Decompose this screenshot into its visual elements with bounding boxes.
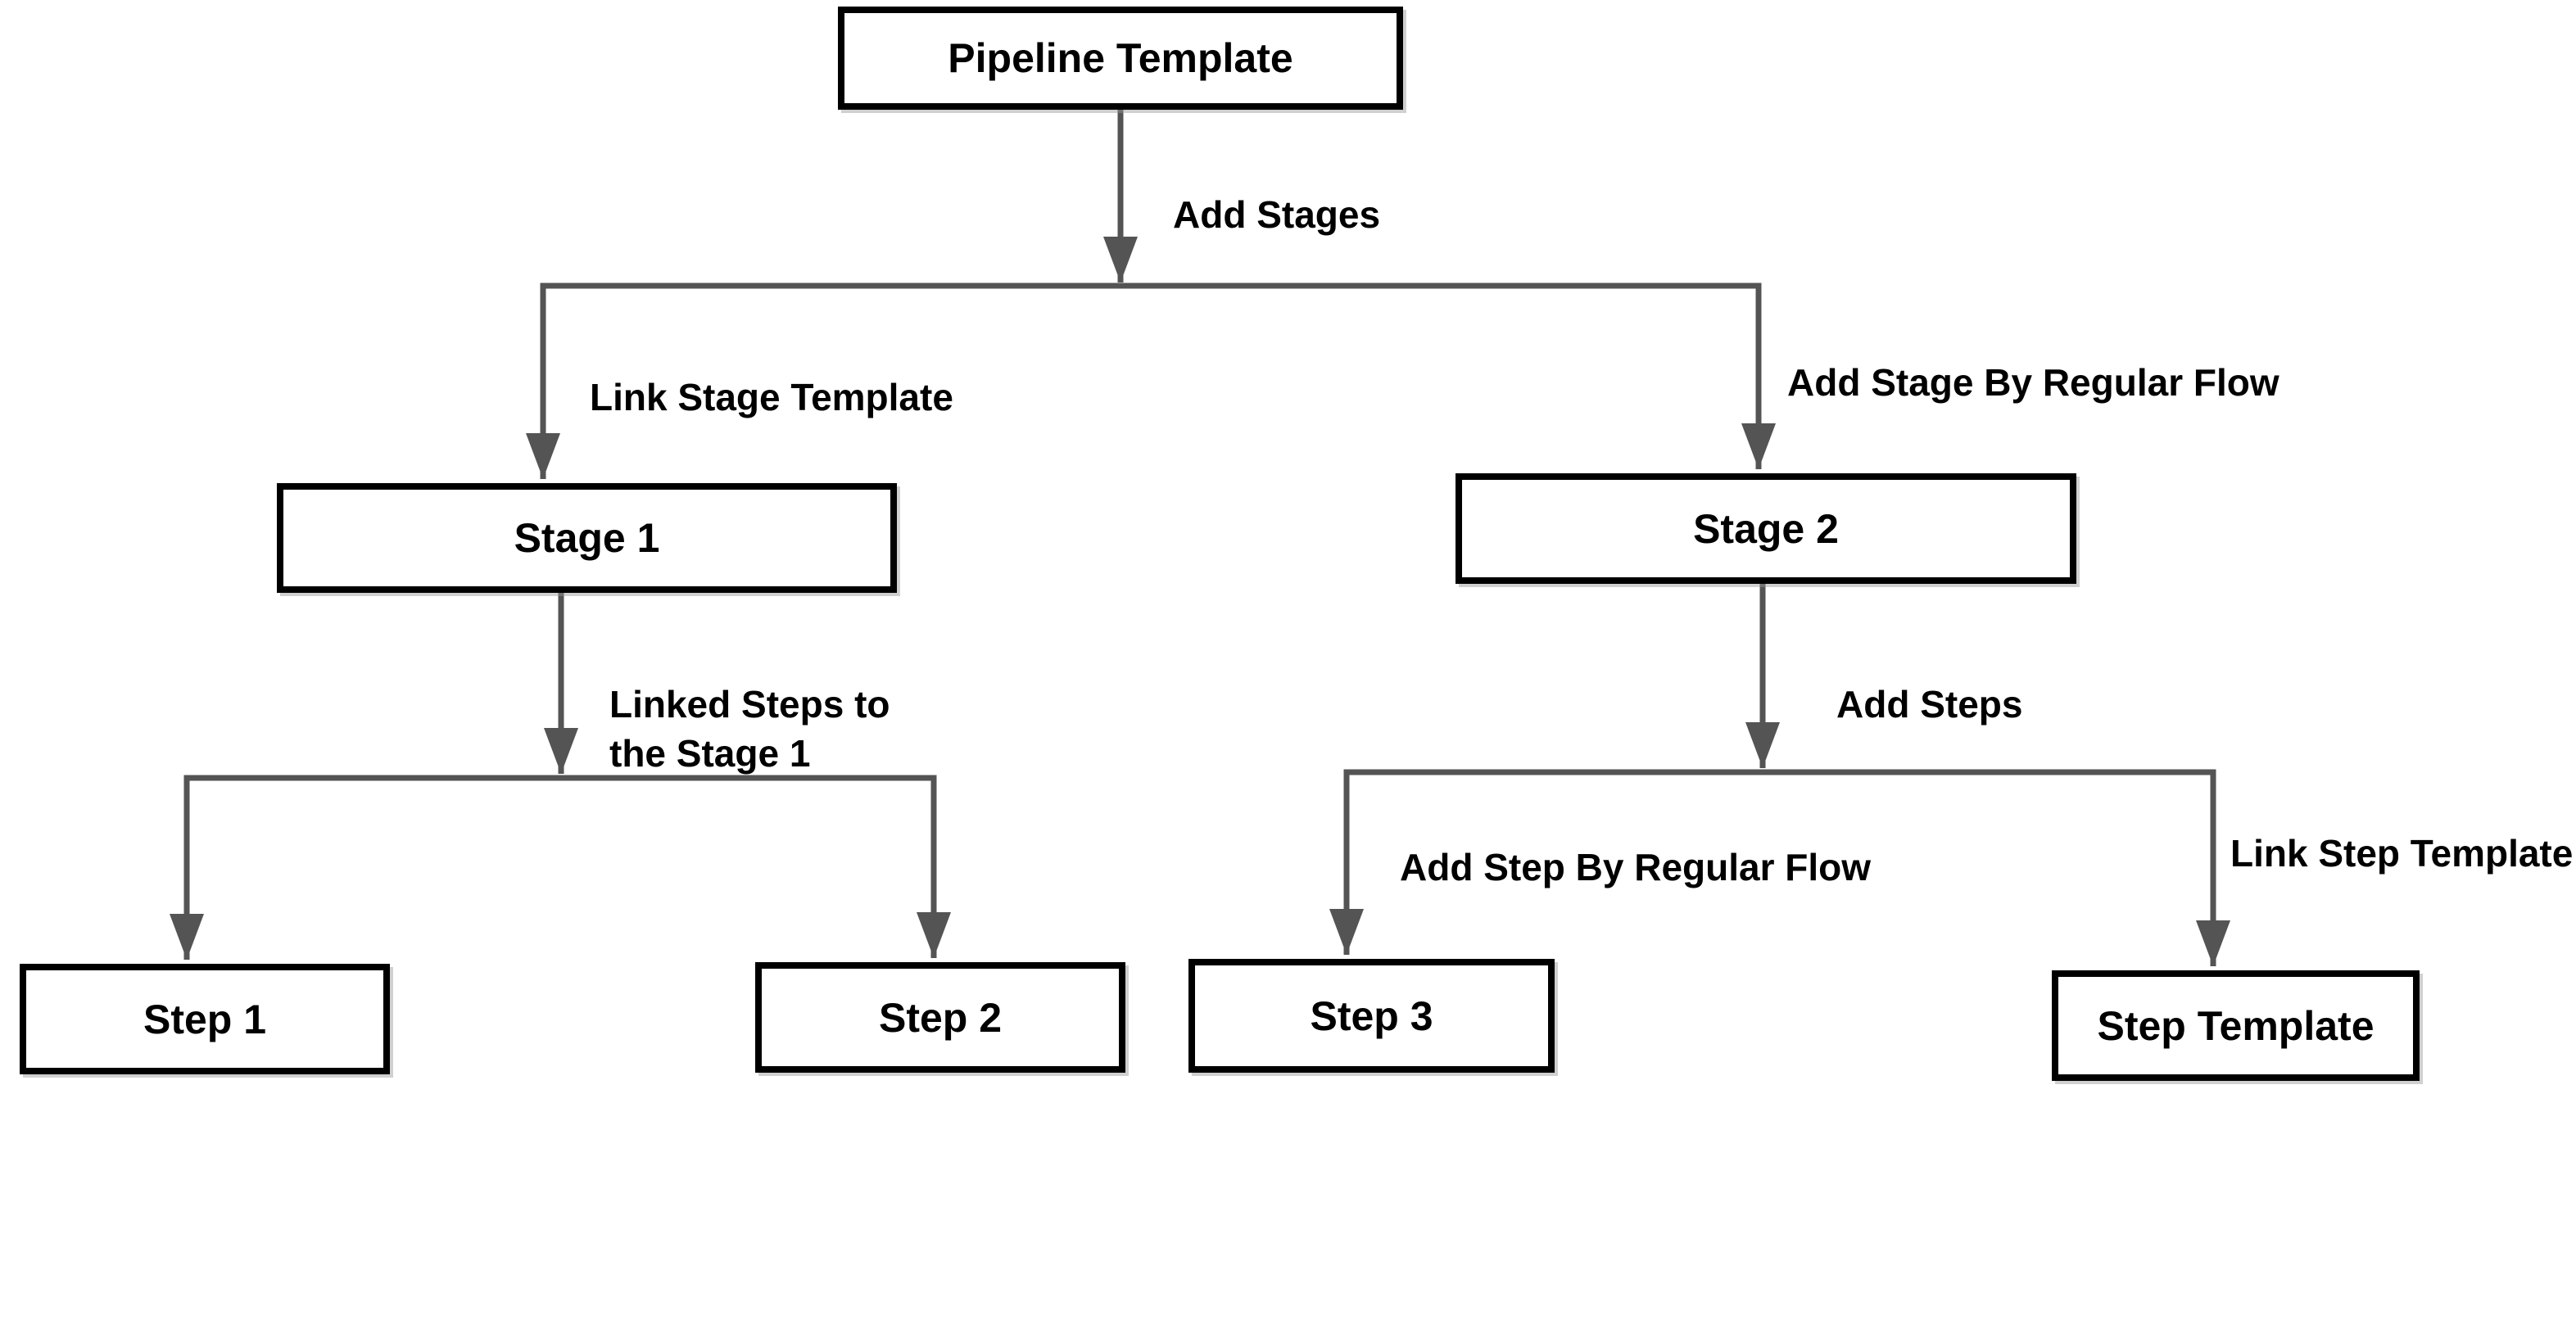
node-stage-1: Stage 1 bbox=[277, 483, 897, 593]
node-step-1: Step 1 bbox=[20, 964, 390, 1074]
edge-label-link-stage-template: Link Stage Template bbox=[590, 376, 953, 418]
node-stage-2: Stage 2 bbox=[1456, 473, 2076, 584]
edge-label-link-step-template: Link Step Template bbox=[2230, 832, 2574, 875]
node-step-2: Step 2 bbox=[755, 962, 1125, 1073]
edge-label-add-stage-by-regular-flow: Add Stage By Regular Flow bbox=[1787, 361, 2279, 404]
edge-label-add-step-by-regular-flow: Add Step By Regular Flow bbox=[1400, 846, 1872, 888]
edge-label-linked-steps-to-the-stage-1: Linked Steps to the Stage 1 bbox=[609, 683, 890, 775]
edge-label-add-stages: Add Stages bbox=[1173, 193, 1381, 236]
node-step-3: Step 3 bbox=[1188, 959, 1555, 1073]
node-pipeline-template: Pipeline Template bbox=[838, 7, 1403, 110]
node-step-template: Step Template bbox=[2052, 970, 2420, 1081]
edge-label-add-steps: Add Steps bbox=[1836, 683, 2023, 726]
